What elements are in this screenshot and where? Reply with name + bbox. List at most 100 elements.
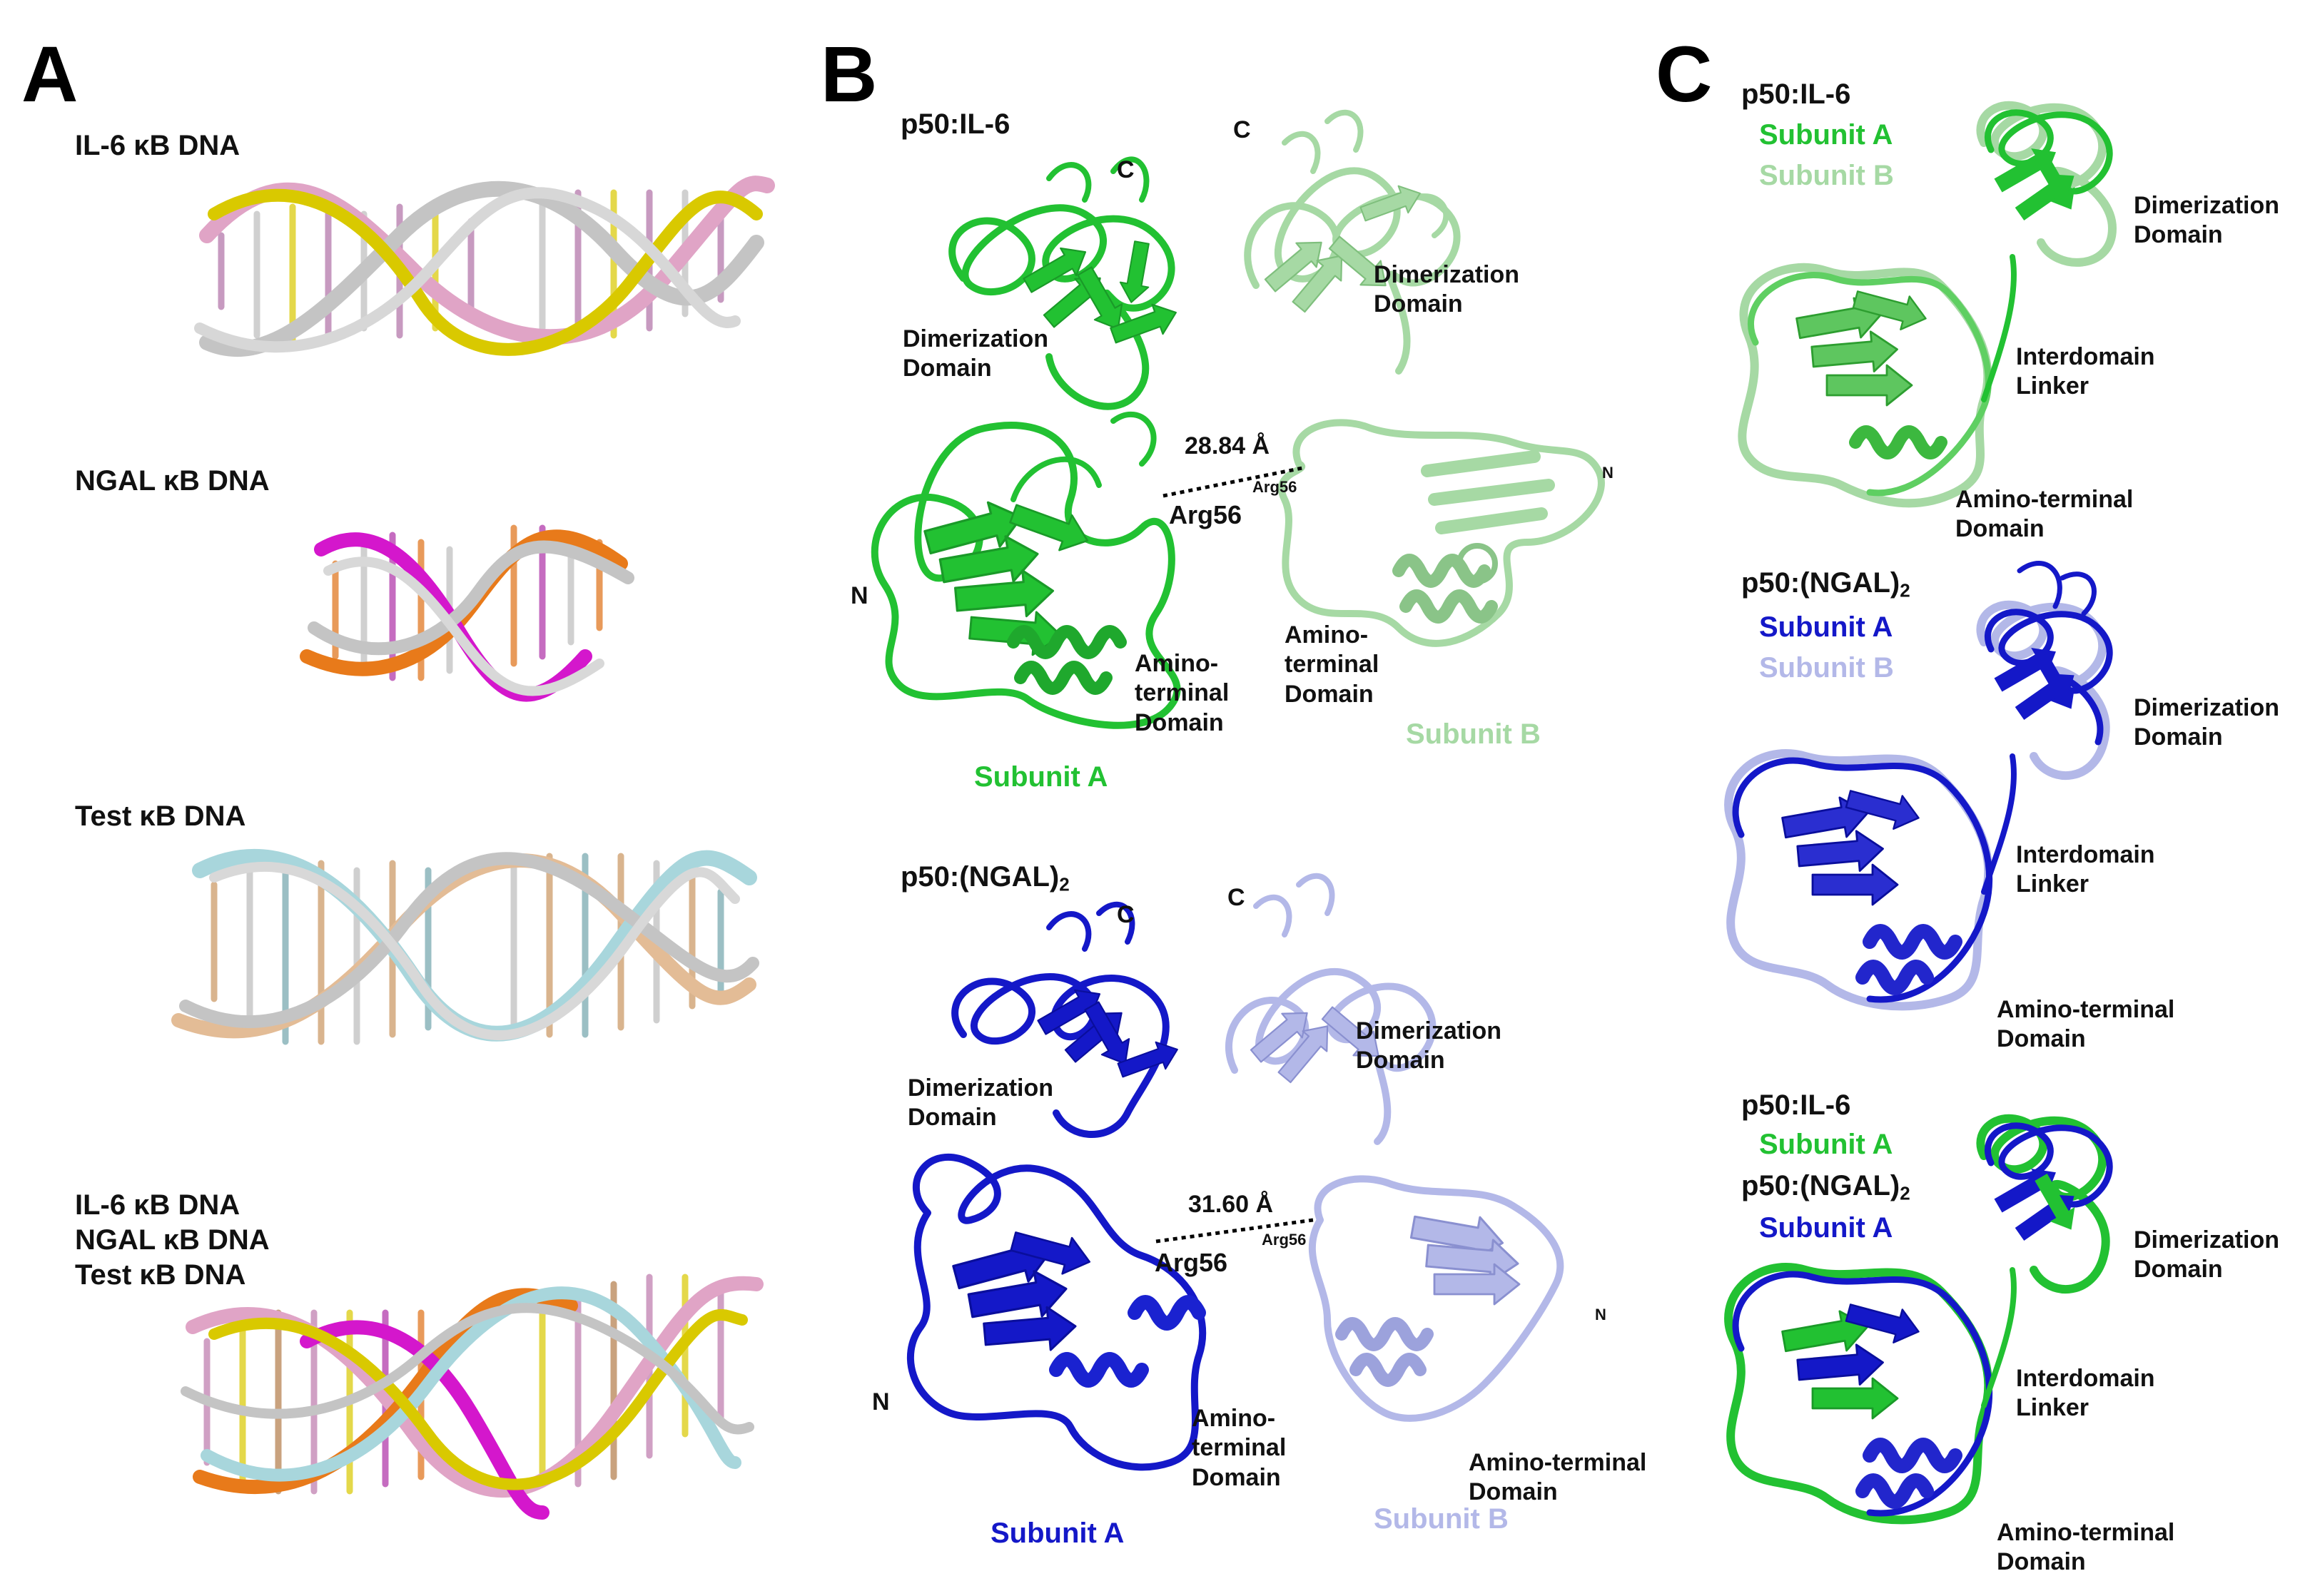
arg56-label: Arg56: [1155, 1248, 1228, 1277]
title-p50-ngal2: p50:(NGAL)2: [1741, 1169, 1910, 1205]
dna-helix-overlay: [181, 1274, 764, 1520]
title-subscript: 2: [1900, 1182, 1910, 1204]
protein-overlay-combined: [1724, 1114, 2113, 1525]
protein-ribbon-ngal-subunit-b: [1225, 873, 1564, 1422]
label-line: Amino-terminal: [1469, 1449, 1647, 1476]
label-line: Interdomain: [2016, 1365, 2155, 1392]
title-main: p50:(NGAL): [1741, 1170, 1900, 1201]
dna-helix-ngal: [300, 524, 634, 702]
label-line: Domain: [2134, 723, 2223, 751]
dimerization-domain-label: Dimerization Domain: [908, 1074, 1053, 1133]
panel-letter-a: A: [21, 31, 78, 118]
dimerization-domain-label: Dimerization Domain: [2134, 1226, 2279, 1285]
amino-terminal-domain-label: Amino-terminal Domain: [1997, 995, 2174, 1054]
dimerization-domain-label: Dimerization Domain: [2134, 693, 2279, 753]
amino-terminal-domain-label: Amino- terminal Domain: [1135, 649, 1229, 738]
label-line: Domain: [1955, 515, 2045, 543]
label-combo-test: Test κB DNA: [75, 1259, 246, 1291]
amino-terminal-domain-label: Amino-terminal Domain: [1469, 1448, 1646, 1508]
label-line: Domain: [903, 355, 992, 382]
subunit-b-label: Subunit B: [1759, 160, 1894, 191]
title-main: p50:(NGAL): [901, 861, 1060, 893]
label-il6-dna: IL-6 κB DNA: [75, 130, 240, 161]
dimerization-domain-label: Dimerization Domain: [2134, 191, 2279, 250]
c-terminus-label: C: [1227, 884, 1245, 911]
amino-terminal-domain-label: Amino- terminal Domain: [1192, 1404, 1286, 1493]
label-line: Domain: [1997, 1548, 2086, 1576]
subunit-a-label: Subunit A: [1759, 119, 1893, 151]
title-subscript: 2: [1900, 579, 1910, 601]
label-line: Domain: [1374, 290, 1463, 318]
label-line: Dimerization: [1374, 261, 1520, 288]
subunit-b-label: Subunit B: [1374, 1503, 1509, 1535]
n-terminus-label: N: [1602, 464, 1614, 482]
interdomain-linker-label: Interdomain Linker: [2016, 840, 2155, 900]
label-line: Amino-terminal: [1997, 996, 2175, 1023]
label-line: Domain: [1192, 1463, 1281, 1491]
arg56-label: Arg56: [1262, 1231, 1307, 1249]
subunit-a-label: Subunit A: [974, 761, 1108, 793]
subunit-a-label: Subunit A: [991, 1518, 1125, 1549]
protein-ribbon-il6-subunit-a: [871, 156, 1182, 729]
label-ngal-dna: NGAL κB DNA: [75, 465, 270, 497]
dimerization-domain-label: Dimerization Domain: [1374, 260, 1519, 320]
label-line: Amino-: [1135, 650, 1219, 677]
label-line: Amino-terminal: [1997, 1519, 2175, 1546]
protein-overlay-il6: [1738, 101, 2117, 508]
label-line: Amino-: [1192, 1405, 1276, 1432]
label-line: Domain: [1285, 680, 1374, 708]
label-line: Dimerization: [2134, 1226, 2280, 1254]
title-p50-ngal2: p50:(NGAL)2: [1741, 566, 1910, 602]
label-combo-dna: IL-6 κB DNA NGAL κB DNA Test κB DNA: [75, 1188, 270, 1292]
interdomain-linker-label: Interdomain Linker: [2016, 1364, 2155, 1423]
c-terminus-label: C: [1117, 901, 1135, 928]
label-line: Dimerization: [2134, 192, 2280, 219]
title-p50-il6: p50:IL-6: [1741, 78, 1851, 110]
interdomain-linker-label: Interdomain Linker: [2016, 342, 2155, 402]
dna-helix-test: [171, 849, 759, 1045]
label-line: Domain: [1356, 1047, 1445, 1074]
label-combo-il6: IL-6 κB DNA: [75, 1189, 240, 1221]
label-line: Interdomain: [2016, 841, 2155, 868]
distance-label: 28.84 Å: [1185, 432, 1270, 459]
label-line: Domain: [1997, 1025, 2086, 1053]
dna-helix-il6: [194, 176, 775, 357]
dimerization-domain-label: Dimerization Domain: [903, 325, 1048, 384]
dimerization-domain-label: Dimerization Domain: [1356, 1017, 1501, 1076]
label-line: Interdomain: [2016, 343, 2155, 370]
title-p50-ngal2: p50:(NGAL)2: [901, 860, 1070, 896]
amino-terminal-domain-label: Amino-terminal Domain: [1997, 1518, 2174, 1577]
n-terminus-label: N: [872, 1388, 890, 1415]
title-p50-il6: p50:IL-6: [1741, 1089, 1851, 1121]
label-line: Dimerization: [908, 1074, 1054, 1102]
label-line: Linker: [2016, 1394, 2089, 1422]
title-subscript: 2: [1059, 873, 1070, 895]
panel-letter-b: B: [821, 31, 878, 118]
subunit-a-label: Subunit A: [1759, 1212, 1893, 1244]
label-line: terminal: [1135, 679, 1230, 707]
label-line: Dimerization: [903, 325, 1049, 352]
c-terminus-label: C: [1233, 116, 1251, 143]
title-main: p50:(NGAL): [1741, 567, 1900, 599]
amino-terminal-domain-label: Amino-terminal Domain: [1955, 485, 2133, 544]
c-terminus-label: C: [1117, 156, 1135, 183]
subunit-a-label: Subunit A: [1759, 1129, 1893, 1160]
amino-terminal-domain-label: Amino- terminal Domain: [1285, 621, 1379, 709]
subunit-b-label: Subunit B: [1406, 718, 1541, 750]
panel-letter-c: C: [1656, 31, 1713, 118]
subunit-a-label: Subunit A: [1759, 611, 1893, 643]
subunit-b-label: Subunit B: [1759, 652, 1894, 683]
arg56-label: Arg56: [1169, 500, 1242, 529]
protein-ribbon-ngal-subunit-a: [906, 901, 1207, 1471]
label-combo-ngal: NGAL κB DNA: [75, 1224, 270, 1256]
label-line: Linker: [2016, 870, 2089, 898]
label-line: Domain: [2134, 221, 2223, 249]
label-line: terminal: [1192, 1434, 1287, 1462]
n-terminus-label: N: [1595, 1306, 1606, 1323]
protein-ribbon-il6-subunit-b: [1244, 109, 1605, 647]
label-line: Linker: [2016, 372, 2089, 400]
n-terminus-label: N: [851, 582, 868, 609]
label-test-dna: Test κB DNA: [75, 800, 246, 832]
label-line: Dimerization: [1356, 1017, 1502, 1044]
